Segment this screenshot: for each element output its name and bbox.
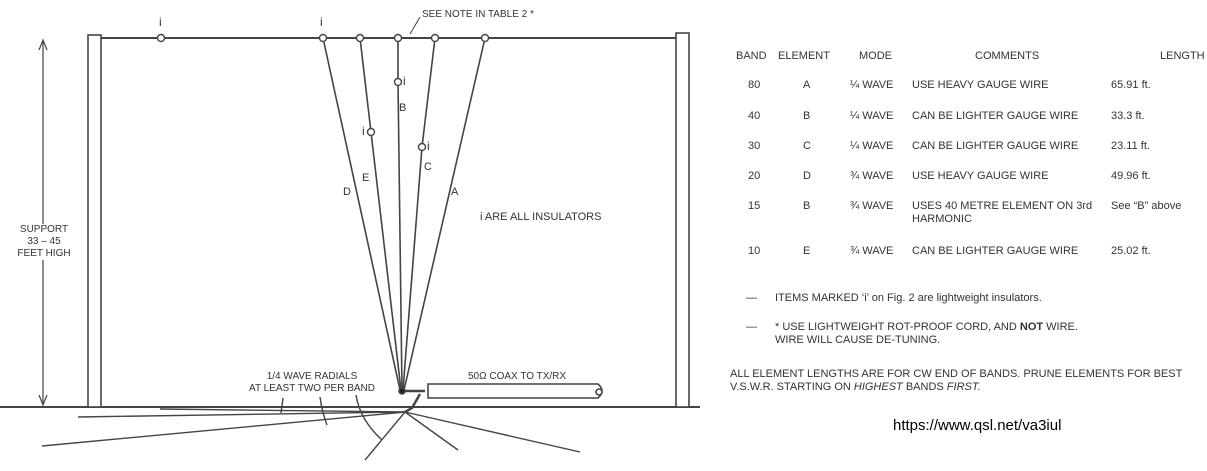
insulator-icon	[430, 33, 440, 43]
insulator-icon	[355, 33, 365, 43]
wire-label-b: B	[399, 102, 407, 114]
arrow-heads	[38, 38, 48, 407]
insulator-icon	[480, 33, 490, 43]
wire-label-c: C	[424, 161, 432, 173]
insulator-mark: i	[320, 15, 323, 29]
wire-e	[359, 37, 402, 391]
cell-length: 23.11 ft.	[1111, 140, 1150, 152]
antenna-wires	[322, 37, 486, 391]
insulator-icon	[417, 142, 427, 152]
cell-element: C	[803, 140, 811, 152]
cell-comments: CAN BE LIGHTER GAUGE WIRE	[912, 245, 1079, 257]
cell-band: 80	[748, 79, 761, 91]
coax-label: 50Ω COAX TO TX/RX	[468, 371, 567, 382]
insulator-mark: i	[159, 15, 162, 29]
cell-element: B	[803, 110, 811, 122]
insulator-icon	[366, 127, 376, 137]
cell-comments: CAN BE LIGHTER GAUGE WIRE	[912, 110, 1079, 122]
note-text: ALL ELEMENT LENGTHS ARE FOR CW END OF BA…	[730, 368, 1183, 393]
support-height-label: SUPPORT 33 – 45 FEET HIGH	[4, 224, 84, 260]
right-support-pole	[675, 32, 690, 408]
radials-line: AT LEAST TWO PER BAND	[249, 383, 375, 394]
radials-line: 1/4 WAVE RADIALS	[266, 371, 358, 382]
header-element: ELEMENT	[778, 50, 830, 62]
cell-comments: CAN BE LIGHTER GAUGE WIRE	[912, 140, 1079, 152]
wire-label-d: D	[343, 186, 351, 198]
cell-element: E	[803, 245, 811, 257]
see-note-label: SEE NOTE IN TABLE 2 *	[422, 9, 534, 20]
cell-comments: USE HEAVY GAUGE WIRE	[912, 170, 1049, 182]
cell-length: 65.91 ft.	[1111, 79, 1151, 91]
cell-length: 25.02 ft.	[1111, 245, 1151, 257]
cell-band: 10	[748, 245, 761, 257]
cell-band: 30	[748, 140, 761, 152]
feedpoint	[398, 387, 406, 395]
support-line: 33 – 45	[27, 236, 61, 247]
insulator-icon	[393, 77, 403, 87]
cell-element: D	[803, 170, 811, 182]
wire-b	[397, 38, 403, 391]
coax-cable	[404, 383, 603, 414]
support-line: SUPPORT	[19, 224, 69, 235]
wire-a	[403, 37, 486, 391]
note-text: * USE LIGHTWEIGHT ROT-PROOF CORD, AND	[775, 321, 1020, 333]
insulator-icon	[156, 33, 166, 43]
cell-band: 40	[748, 110, 761, 122]
cell-length: 49.96 ft.	[1111, 170, 1151, 182]
note-dash: —	[746, 321, 757, 333]
cell-mode: ¼ WAVE	[850, 79, 894, 91]
insulator-mark: i	[403, 74, 406, 88]
source-url[interactable]: https://www.qsl.net/va3iul	[893, 417, 1062, 434]
cell-element: B	[803, 200, 811, 212]
cell-length: 33.3 ft.	[1111, 110, 1145, 122]
note-dash: —	[746, 292, 757, 304]
cell-comments: USE HEAVY GAUGE WIRE	[912, 79, 1049, 91]
wire-d	[322, 37, 401, 391]
wire-c	[402, 37, 436, 391]
header-length: LENGTH	[1160, 50, 1205, 62]
wire-label-a: A	[451, 186, 459, 198]
radials-label: 1/4 WAVE RADIALS AT LEAST TWO PER BAND	[232, 371, 392, 395]
cell-mode: ¾ WAVE	[850, 200, 894, 212]
note-emphasis: FIRST.	[946, 381, 981, 393]
note-text: WIRE.	[1043, 321, 1078, 333]
insulator-mark: i	[427, 139, 430, 153]
note-emphasis: HIGHEST	[853, 381, 903, 393]
note-insulators: ITEMS MARKED ‘i’ on Fig. 2 are lightweig…	[775, 292, 1042, 304]
wire-label-e: E	[362, 172, 370, 184]
insulator-icon	[318, 33, 328, 43]
header-mode: MODE	[859, 50, 892, 62]
cell-band: 20	[748, 170, 761, 182]
cell-mode: ¾ WAVE	[850, 245, 894, 257]
cell-length: See “B” above	[1111, 200, 1182, 212]
cell-mode: ¼ WAVE	[850, 140, 894, 152]
note-leader	[409, 16, 421, 35]
support-line: FEET HIGH	[17, 248, 71, 259]
note-cord: * USE LIGHTWEIGHT ROT-PROOF CORD, AND NO…	[775, 321, 1078, 347]
left-support-pole	[87, 34, 102, 408]
insulators	[156, 33, 490, 152]
note-emphasis: NOT	[1019, 321, 1044, 333]
cell-comments: USES 40 METRE ELEMENT ON 3rd HARMONIC	[912, 200, 1093, 225]
radials	[41, 394, 581, 461]
note-text: WIRE WILL CAUSE DE-TUNING.	[775, 334, 941, 346]
cell-mode: ¾ WAVE	[850, 170, 894, 182]
insulator-icon	[393, 33, 403, 43]
note-text: BANDS	[902, 381, 947, 393]
cell-band: 15	[748, 200, 761, 212]
cell-element: A	[803, 79, 811, 91]
insulators-note: i ARE ALL INSULATORS	[480, 211, 602, 223]
header-band: BAND	[736, 50, 767, 62]
header-comments: COMMENTS	[975, 50, 1040, 62]
footer-note: ALL ELEMENT LENGTHS ARE FOR CW END OF BA…	[730, 368, 1205, 394]
cell-mode: ¼ WAVE	[850, 110, 894, 122]
insulator-mark: i	[362, 124, 365, 138]
